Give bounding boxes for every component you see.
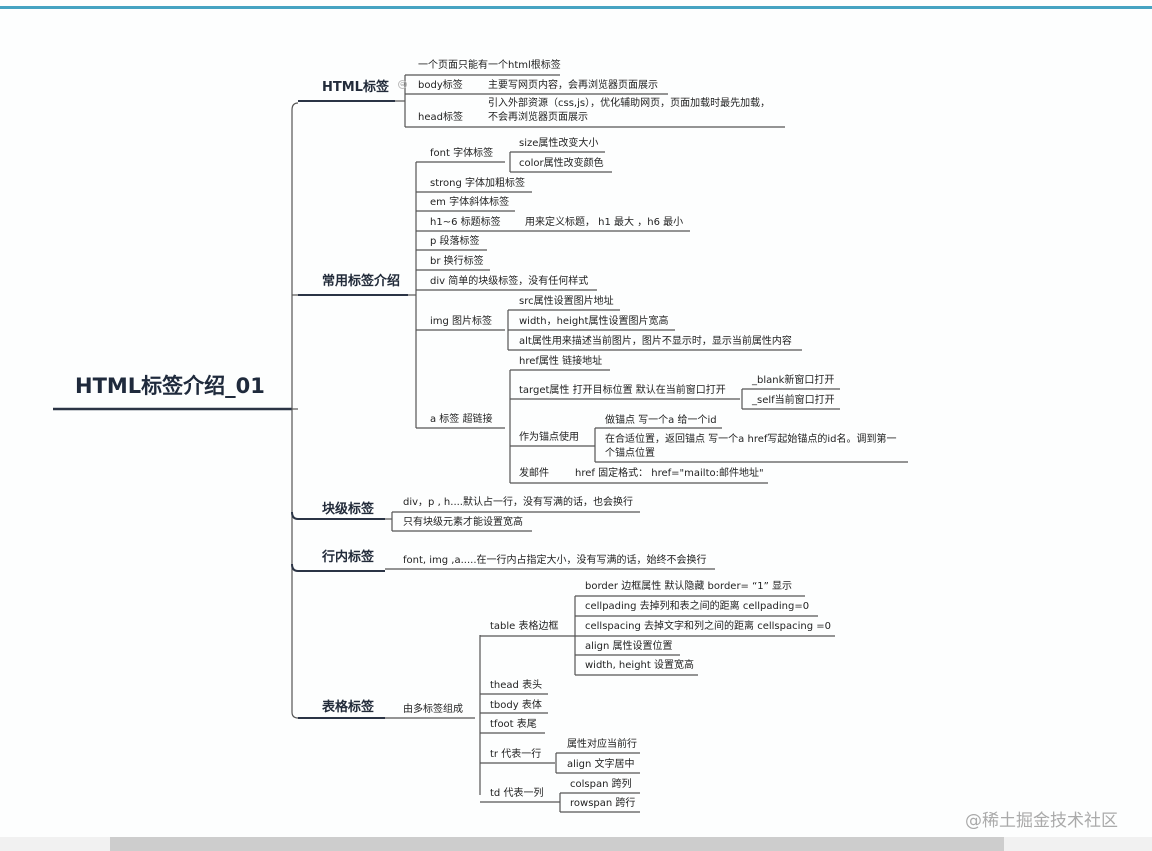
topic-common-tags[interactable]: 常用标签介绍: [322, 274, 401, 289]
watermark: @稀土掘金技术社区: [965, 811, 1118, 831]
node-font-size[interactable]: size属性改变大小: [519, 138, 599, 149]
node-strong[interactable]: strong 字体加粗标签: [430, 178, 526, 189]
node-inline-desc[interactable]: font, img ,a.....在一行内占指定大小，没有写满的话，始终不会换行: [403, 555, 707, 566]
node-target-self[interactable]: _self当前窗口打开: [752, 395, 835, 406]
topic-html-tag[interactable]: HTML标签: [322, 80, 389, 95]
node-heading[interactable]: h1~6 标题标签: [430, 217, 501, 228]
node-img-src[interactable]: src属性设置图片地址: [519, 296, 614, 307]
node-font-color[interactable]: color属性改变颜色: [519, 158, 604, 169]
node-a-mail[interactable]: 发邮件: [519, 468, 549, 479]
node-div[interactable]: div 简单的块级标签，没有任何样式: [430, 276, 589, 287]
root-topic[interactable]: HTML标签介绍_01: [75, 374, 265, 398]
node-html-root-rule[interactable]: 一个页面只能有一个html根标签: [418, 60, 561, 71]
node-br[interactable]: br 换行标签: [430, 256, 484, 267]
node-table-cellspacing[interactable]: cellspacing 去掉文字和列之间的距离 cellspacing =0: [585, 621, 831, 632]
node-table-size[interactable]: width, height 设置宽高: [585, 660, 694, 671]
topic-inline-tags[interactable]: 行内标签: [322, 550, 375, 565]
node-font[interactable]: font 字体标签: [430, 148, 494, 159]
node-target-blank[interactable]: _blank新窗口打开: [752, 375, 835, 386]
node-tr[interactable]: tr 代表一行: [490, 749, 542, 760]
node-block-2[interactable]: 只有块级元素才能设置宽高: [403, 517, 523, 528]
node-td-rowspan[interactable]: rowspan 跨行: [570, 798, 636, 809]
node-heading-desc[interactable]: 用来定义标题， h1 最大 ，h6 最小: [525, 217, 684, 228]
node-img-size[interactable]: width，height属性设置图片宽高: [519, 316, 669, 327]
node-table-align[interactable]: align 属性设置位置: [585, 641, 673, 652]
node-table-sub[interactable]: 由多标签组成: [403, 704, 463, 715]
node-p[interactable]: p 段落标签: [430, 236, 480, 247]
node-mail-desc[interactable]: href 固定格式： href="mailto:邮件地址": [575, 468, 764, 479]
collapse-icon[interactable]: ⊖: [398, 80, 407, 89]
node-td-colspan[interactable]: colspan 跨列: [570, 779, 632, 790]
topic-table-tags[interactable]: 表格标签: [322, 700, 375, 715]
node-body-desc[interactable]: 主要写网页内容，会再浏览器页面展示: [488, 80, 658, 91]
node-tr-align[interactable]: align 文字居中: [567, 759, 635, 770]
node-table[interactable]: table 表格边框: [490, 621, 559, 632]
scrollbar-thumb[interactable]: [110, 837, 1004, 851]
node-img[interactable]: img 图片标签: [430, 316, 493, 327]
node-td[interactable]: td 代表一列: [490, 788, 544, 799]
node-em[interactable]: em 字体斜体标签: [430, 197, 510, 208]
node-tr-attr[interactable]: 属性对应当前行: [567, 739, 637, 750]
node-anchor-2b[interactable]: 个锚点位置: [605, 448, 655, 459]
node-head-tag[interactable]: head标签: [418, 112, 463, 123]
node-a-target[interactable]: target属性 打开目标位置 默认在当前窗口打开: [519, 385, 726, 396]
node-a[interactable]: a 标签 超链接: [430, 414, 493, 425]
node-head-desc-2[interactable]: 不会再浏览器页面展示: [488, 112, 588, 123]
node-anchor-2a[interactable]: 在合适位置，返回锚点 写一个a href写起始锚点的id名。调到第一: [605, 434, 897, 445]
node-block-1[interactable]: div，p , h....默认占一行，没有写满的话，也会换行: [403, 497, 633, 508]
node-tbody[interactable]: tbody 表体: [490, 700, 542, 711]
node-tfoot[interactable]: tfoot 表尾: [490, 719, 537, 730]
node-anchor-1[interactable]: 做锚点 写一个a 给一个id: [605, 415, 717, 426]
node-head-desc-1[interactable]: 引入外部资源（css,js），优化辅助网页，页面加载时最先加载，: [488, 98, 771, 109]
node-body-tag[interactable]: body标签: [418, 80, 463, 91]
node-a-href[interactable]: href属性 链接地址: [519, 356, 603, 367]
node-thead[interactable]: thead 表头: [490, 680, 543, 691]
top-accent-bar: [0, 6, 1152, 9]
node-img-alt[interactable]: alt属性用来描述当前图片，图片不显示时，显示当前属性内容: [519, 336, 792, 347]
node-a-anchor[interactable]: 作为锚点使用: [519, 432, 579, 443]
topic-block-tags[interactable]: 块级标签: [322, 502, 375, 517]
node-table-border[interactable]: border 边框属性 默认隐藏 border= “1” 显示: [585, 581, 793, 592]
node-table-cellpading[interactable]: cellpading 去掉列和表之间的距离 cellpading=0: [585, 601, 810, 612]
